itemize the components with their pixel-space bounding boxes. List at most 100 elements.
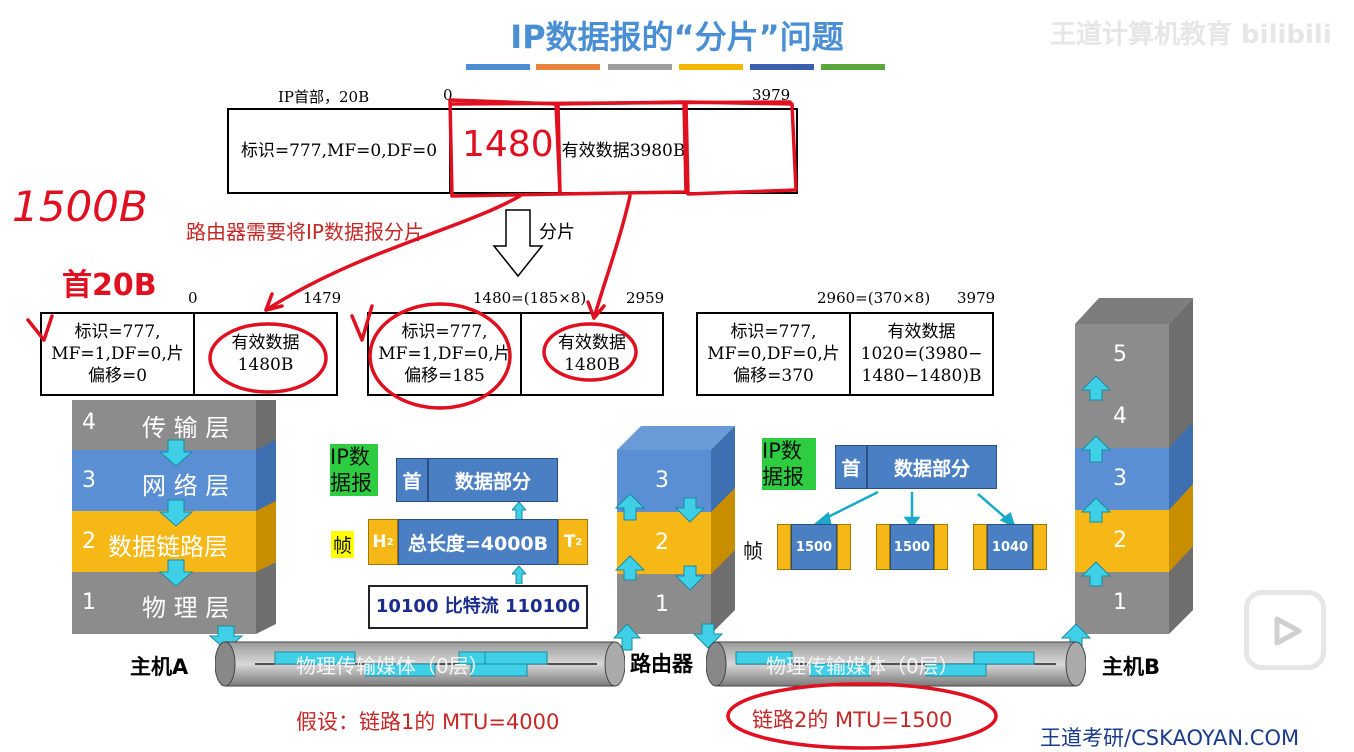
frag3-ident: 标识=777, (730, 322, 817, 342)
watermark: 王道计算机教育 bilibili (1050, 20, 1332, 50)
color-bar-2 (536, 64, 600, 70)
arrow-up-icon (1080, 435, 1112, 463)
arrow-down-icon (674, 565, 706, 591)
router-side (711, 426, 735, 634)
annotation-head20b: 首20B (62, 268, 157, 303)
right-ip-data: 数据部分 (867, 445, 997, 489)
router-layer-2-num: 2 (655, 530, 669, 555)
play-button[interactable] (1244, 590, 1326, 670)
right-frame-1-h (777, 524, 791, 570)
color-bar-1 (466, 64, 530, 70)
right-frame-3-size: 1040 (991, 539, 1029, 555)
right-frame-1-body: 1500 (791, 524, 837, 570)
annotation-1480: 1480 (462, 124, 554, 165)
right-frame-1-t (837, 524, 851, 570)
left-up-arrow-2-icon (512, 566, 526, 584)
hostB-label: 主机B (1102, 655, 1161, 679)
play-icon (1274, 616, 1302, 646)
color-bar-4 (679, 64, 743, 70)
right-frame-1-size: 1500 (795, 539, 833, 555)
arrow-up-icon (612, 623, 642, 651)
left-ip-tag-text: IP数据报 (330, 445, 372, 495)
hostA-layer-3: 3 网 络 层 (72, 450, 256, 511)
right-split-arrows (812, 490, 1017, 529)
hostA-layer-4: 4 传 输 层 (72, 400, 256, 450)
hostA-layer-2-num: 2 (82, 529, 96, 554)
frag3-flags: MF=0,DF=0,片 (707, 344, 840, 364)
page-title: IP数据报的“分片”问题 (510, 18, 844, 56)
arrow-down-icon (158, 499, 194, 527)
hostA-layer-1-num: 1 (82, 590, 96, 615)
router-top (617, 426, 735, 450)
arrow-down-icon (692, 623, 724, 649)
color-bar-6 (821, 64, 885, 70)
footer-brand: 王道考研/CSKAOYAN.COM (1040, 726, 1300, 750)
right-frame-2-h (876, 524, 890, 570)
hostA-layer-4-num: 4 (82, 410, 96, 435)
left-ip-tag: IP数据报 (330, 444, 378, 496)
t2-text: T (563, 532, 576, 552)
left-ip-data-text: 数据部分 (454, 470, 531, 493)
arrow-down-icon (674, 497, 706, 523)
right-ip-tag-text: IP数据报 (762, 439, 804, 489)
hostA-layer-3-name: 网 络 层 (142, 472, 230, 500)
frag3-end: 3979 (957, 289, 996, 307)
split-label: 分片 (539, 222, 575, 243)
hostB-layer-5: 5 (1075, 324, 1169, 386)
hostB-top (1075, 298, 1193, 324)
frag1-start: 0 (188, 289, 198, 307)
frag2-end: 2959 (626, 289, 665, 307)
h2-text: H (372, 532, 387, 552)
hostB-layer-3-num: 3 (1113, 466, 1127, 491)
right-frame-tag: 帧 (741, 535, 765, 564)
right-ip-data-text: 数据部分 (893, 457, 970, 480)
t2-sub: 2 (575, 536, 583, 548)
hostA-layer-3-num: 3 (82, 468, 96, 493)
offset-end-label: 3979 (752, 86, 791, 104)
router-label: 路由器 (630, 652, 693, 676)
left-bitstream: 10100 比特流 110100 (368, 585, 588, 629)
header-size-label: IP首部，20B (278, 88, 370, 106)
color-bar-5 (750, 64, 814, 70)
left-frame-tag: 帧 (331, 531, 355, 558)
right-ip-head: 首 (835, 445, 867, 489)
right-ip-head-text: 首 (841, 457, 861, 480)
mtu1-label: 假设：链路1的 MTU=4000 (296, 710, 560, 734)
frag3-data-label: 有效数据 (887, 322, 956, 342)
frag1-ident: 标识=777, (74, 322, 161, 342)
hostA-layer-4-name: 传 输 层 (142, 414, 230, 442)
left-ip-data: 数据部分 (428, 458, 558, 502)
link2-medium (706, 641, 1086, 687)
hostA-layer-1: 1 物 理 层 (72, 572, 256, 634)
right-frame-3-h (973, 524, 987, 570)
frag3-start: 2960=(370×8) (817, 289, 931, 307)
frag1-flags: MF=1,DF=0,片 (51, 344, 184, 364)
arrow-down-icon (158, 559, 194, 587)
link2-medium-label: 物理传输媒体（0层） (766, 654, 959, 678)
router-layer-3-num: 3 (655, 468, 669, 493)
left-total-text: 总长度=4000B (407, 532, 549, 555)
frag3-header: 标识=777, MF=0,DF=0,片 偏移=370 (698, 314, 851, 394)
router-layer-1-num: 1 (655, 592, 669, 617)
right-frame-2-size: 1500 (893, 539, 931, 555)
frag1-header: 标识=777, MF=1,DF=0,片 偏移=0 (42, 314, 195, 394)
mtu2-label: 链路2的 MTU=1500 (752, 708, 953, 732)
frag1-offset: 偏移=0 (87, 366, 148, 386)
frag3-data: 有效数据 1020=(3980− 1480−1480)B (851, 314, 992, 394)
annotation-1500b: 1500B (12, 182, 148, 231)
frag3-offset: 偏移=370 (733, 366, 814, 386)
link1-medium-label: 物理传输媒体（0层） (296, 654, 489, 678)
arrow-up-icon (614, 555, 646, 581)
right-frame-3-body: 1040 (987, 524, 1033, 570)
frag3-data-size: 1020=(3980− (860, 344, 983, 364)
hostA-label: 主机A (130, 655, 189, 679)
link1-medium (215, 641, 625, 687)
arrow-up-icon (614, 493, 646, 521)
color-bar-3 (608, 64, 672, 70)
h2-sub: 2 (386, 536, 394, 548)
right-ip-tag: IP数据报 (762, 438, 816, 490)
hostA-layer-2: 2 数据链路层 (72, 511, 256, 572)
